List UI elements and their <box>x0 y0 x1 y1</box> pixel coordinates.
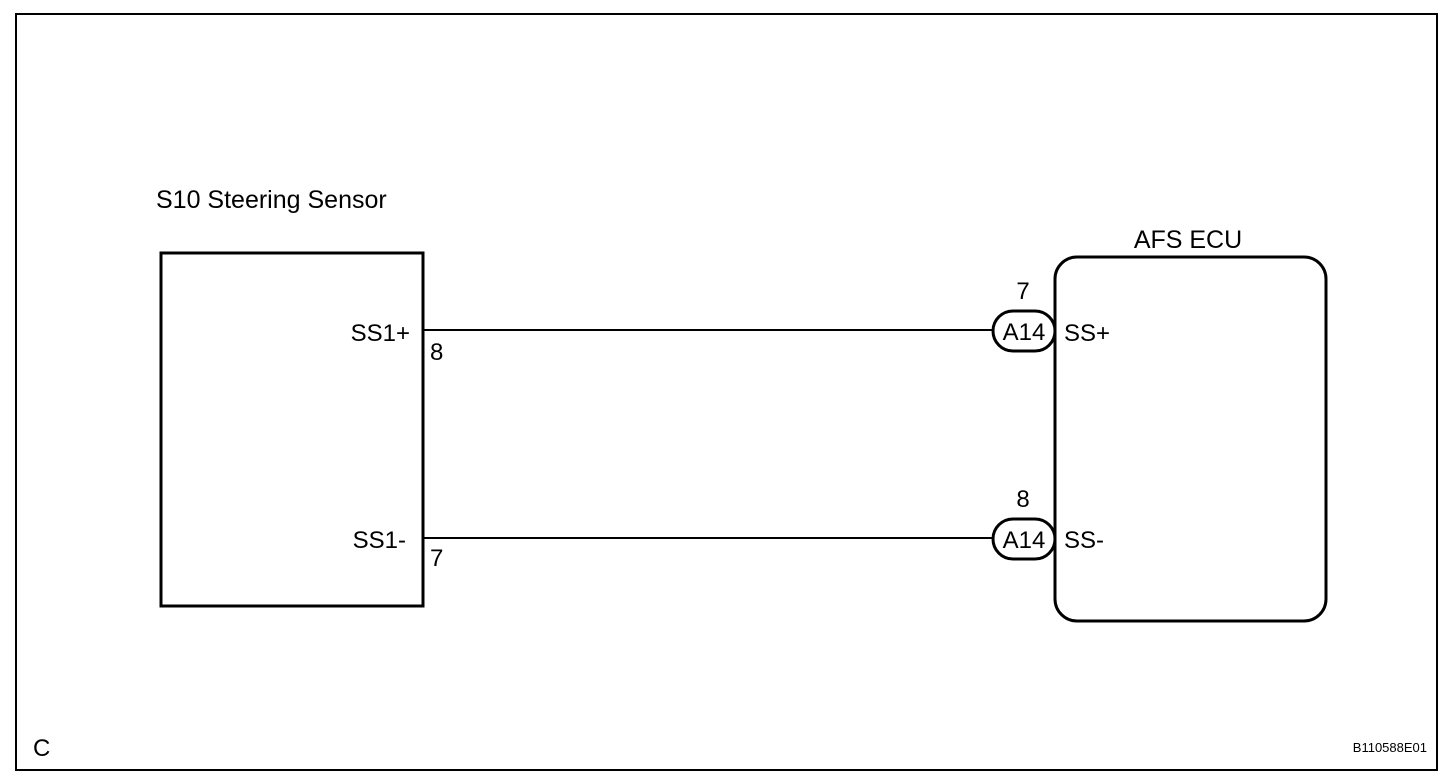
ecu-pin-8: 8 <box>1016 486 1029 513</box>
steering-sensor: S10 Steering Sensor <box>156 186 425 608</box>
connector-a14-bottom <box>991 517 1057 561</box>
wire-ss-minus: SS1- 7 8 A14 SS- <box>353 486 1104 572</box>
sensor-pin-7: 7 <box>430 545 443 572</box>
figure-code: B110588E01 <box>1353 740 1427 755</box>
corner-letter: C <box>33 735 50 762</box>
ecu-terminal-ss-plus: SS+ <box>1064 320 1110 347</box>
sensor-box <box>159 251 425 608</box>
ecu-title: AFS ECU <box>1134 226 1242 254</box>
ecu-terminal-ss-minus: SS- <box>1064 527 1104 554</box>
sensor-terminal-ss1-minus: SS1- <box>353 527 406 554</box>
wire-ss-plus: SS1+ 8 7 A14 SS+ <box>351 278 1110 366</box>
connector-a14-top-label: A14 <box>1003 319 1046 346</box>
connector-a14-top <box>991 309 1057 353</box>
diagram-frame <box>15 13 1438 771</box>
sensor-terminal-ss1-plus: SS1+ <box>351 320 410 347</box>
ecu-box <box>1053 255 1328 623</box>
afs-ecu: AFS ECU <box>1053 226 1328 623</box>
sensor-pin-8: 8 <box>430 339 443 366</box>
ecu-pin-7: 7 <box>1016 278 1029 305</box>
connector-a14-bottom-label: A14 <box>1003 527 1046 554</box>
sensor-title: S10 Steering Sensor <box>156 186 387 214</box>
